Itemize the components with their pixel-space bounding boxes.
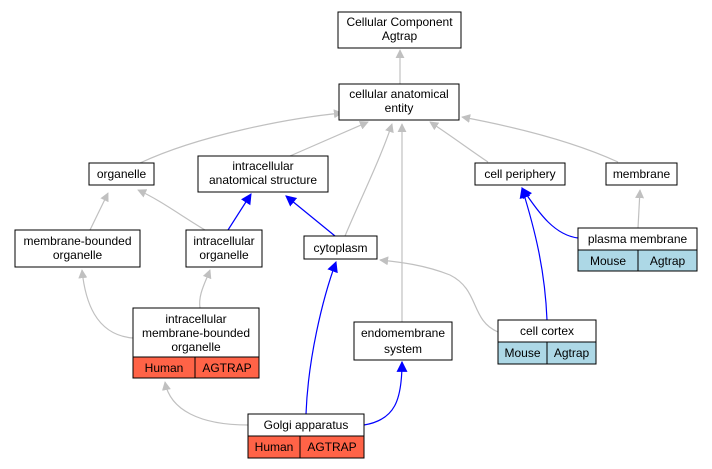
membrane-label: membrane [613, 167, 671, 181]
cortex-species: Mouse [504, 346, 540, 360]
root-label-line1: Cellular Component [346, 15, 453, 29]
edge-membrane-to-cae [461, 114, 619, 163]
cortex-label: cell cortex [520, 324, 574, 338]
node-plasma-membrane[interactable] [577, 227, 698, 272]
edge-cytoplasm-to-cae [344, 123, 394, 237]
edge-ias-to-cae [289, 121, 369, 157]
node-cellular-component-agtrap[interactable] [337, 11, 462, 49]
edge-golgi-to-endo [363, 360, 408, 426]
cae-label-line2: entity [385, 101, 414, 115]
golgi-species: Human [255, 440, 294, 454]
node-cellular-anatomical-entity[interactable] [338, 83, 460, 121]
edge-pm-to-membrane [635, 189, 645, 229]
node-intracellular-membrane-bounded-organelle[interactable] [132, 307, 260, 379]
edge-imbo-to-mbo [78, 269, 134, 339]
endo-label-line2: system [384, 342, 422, 356]
imbo-label-line1: intracellular [165, 312, 226, 326]
edge-golgi-to-imbo [162, 381, 249, 426]
io-label-line1: intracellular [193, 234, 254, 248]
ias-label-line1: intracellular [232, 159, 293, 173]
pm-gene: Agtrap [650, 254, 686, 268]
edge-io-to-ias [227, 193, 252, 231]
golgi-gene: AGTRAP [307, 440, 356, 454]
edge-cellperiph-to-cae [429, 121, 489, 163]
organelle-label: organelle [97, 167, 147, 181]
node-cell-cortex[interactable] [497, 319, 597, 365]
imbo-label-line2: membrane-bounded [142, 326, 250, 340]
node-organelle[interactable] [88, 162, 155, 186]
mbo-label-line1: membrane-bounded [23, 234, 131, 248]
cae-label-line1: cellular anatomical [349, 87, 448, 101]
imbo-gene: AGTRAP [202, 361, 251, 375]
node-golgi-apparatus[interactable] [247, 413, 365, 459]
imbo-label-line3: organelle [171, 340, 221, 354]
endo-label-line1: endomembrane [361, 326, 445, 340]
cytoplasm-label: cytoplasm [313, 241, 367, 255]
node-cell-periphery[interactable] [474, 162, 566, 186]
edge-pm-to-cellperiph [521, 187, 579, 239]
cellperiph-label: cell periphery [484, 167, 555, 181]
pm-species: Mouse [590, 254, 626, 268]
edge-cytoplasm-to-ias [285, 195, 336, 237]
edge-golgi-to-cytoplasm [305, 260, 338, 415]
edge-cortex-to-cellperiph [519, 186, 548, 321]
mbo-label-line2: organelle [53, 248, 103, 262]
edge-imbo-to-io [199, 269, 212, 309]
edge-cortex-to-cytoplasm [379, 256, 499, 333]
edge-io-to-organelle [137, 189, 206, 231]
node-cytoplasm[interactable] [303, 235, 378, 260]
imbo-species: Human [145, 361, 184, 375]
node-membrane-bounded-organelle[interactable] [14, 229, 141, 268]
root-label-line2: Agtrap [382, 29, 418, 43]
node-membrane[interactable] [605, 162, 678, 186]
node-intracellular-anatomical-structure[interactable] [197, 155, 329, 193]
node-intracellular-organelle[interactable] [185, 229, 263, 268]
io-label-line2: organelle [199, 248, 249, 262]
cortex-gene: Agtrap [554, 346, 590, 360]
golgi-label: Golgi apparatus [264, 418, 349, 432]
pm-label: plasma membrane [588, 232, 688, 246]
edge-organelle-to-cae [139, 109, 343, 164]
node-endomembrane-system[interactable] [353, 321, 453, 361]
ias-label-line2: anatomical structure [209, 173, 317, 187]
edge-mbo-to-organelle [89, 192, 109, 231]
